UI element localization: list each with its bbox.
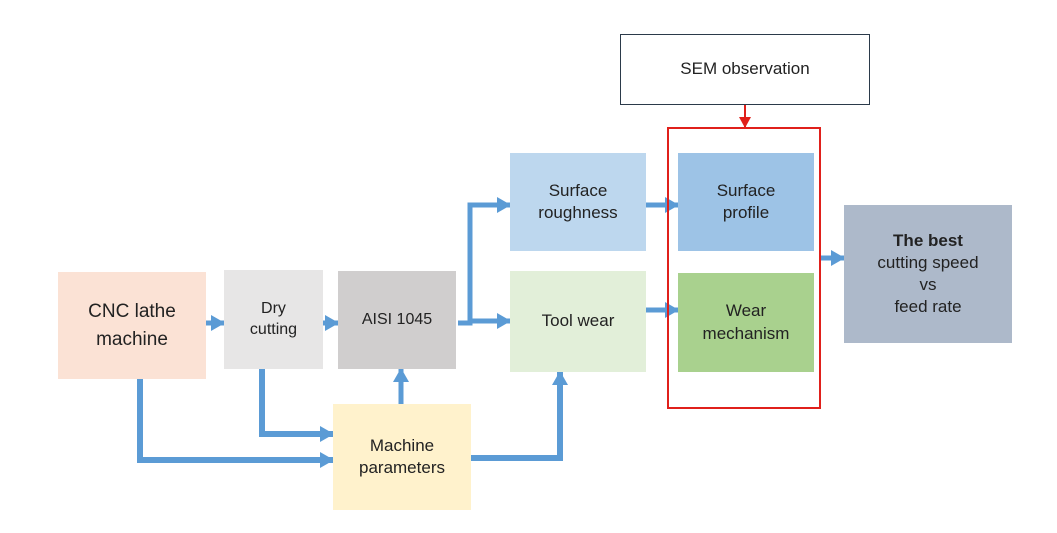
arrow-dry-to-params: [259, 369, 334, 442]
machine-params-line-1: Machine: [369, 435, 435, 455]
sem-observation-box: SEM observation: [620, 34, 870, 105]
aisi-label: AISI 1045: [361, 310, 433, 328]
best-line-4: feed rate: [894, 297, 962, 317]
cnc-lathe-machine-box: CNC lathe machine: [58, 272, 206, 379]
arrow-aisi-to-roughness: [458, 197, 511, 326]
surface-profile-line-1: Surface: [716, 180, 776, 200]
surface-roughness-box: Surface roughness: [510, 153, 646, 251]
cnc-label-line-1: CNC lathe: [88, 300, 176, 322]
arrow-cnc-to-params: [137, 379, 334, 468]
dry-cutting-box: Dry cutting: [224, 270, 323, 369]
best-result-box: The best cutting speed vs feed rate: [844, 205, 1012, 343]
wear-mechanism-box: Wear mechanism: [678, 273, 814, 372]
surface-roughness-line-2: roughness: [538, 203, 618, 222]
analysis-highlight-frame: [667, 127, 821, 409]
surface-profile-line-2: profile: [722, 203, 770, 222]
arrow-params-to-toolwear: [471, 371, 568, 461]
sem-label: SEM observation: [680, 59, 810, 79]
tool-wear-label: Tool wear: [541, 311, 615, 331]
aisi-1045-box: AISI 1045: [338, 271, 456, 369]
surface-profile-box: Surface profile: [678, 153, 814, 251]
cnc-label-line-2: machine: [96, 328, 168, 350]
best-line-3: vs: [919, 275, 937, 294]
machine-params-line-2: parameters: [359, 458, 445, 477]
wear-mechanism-line-2: mechanism: [702, 323, 790, 343]
machine-parameters-box: Machine parameters: [333, 404, 471, 510]
best-line-2: cutting speed: [877, 252, 979, 272]
best-line-1: The best: [893, 230, 963, 250]
wear-mechanism-line-1: Wear: [725, 301, 767, 321]
tool-wear-box: Tool wear: [510, 271, 646, 372]
dry-label-line-1: Dry: [261, 299, 286, 317]
surface-roughness-line-1: Surface: [548, 180, 608, 200]
dry-label-line-2: cutting: [249, 320, 298, 338]
